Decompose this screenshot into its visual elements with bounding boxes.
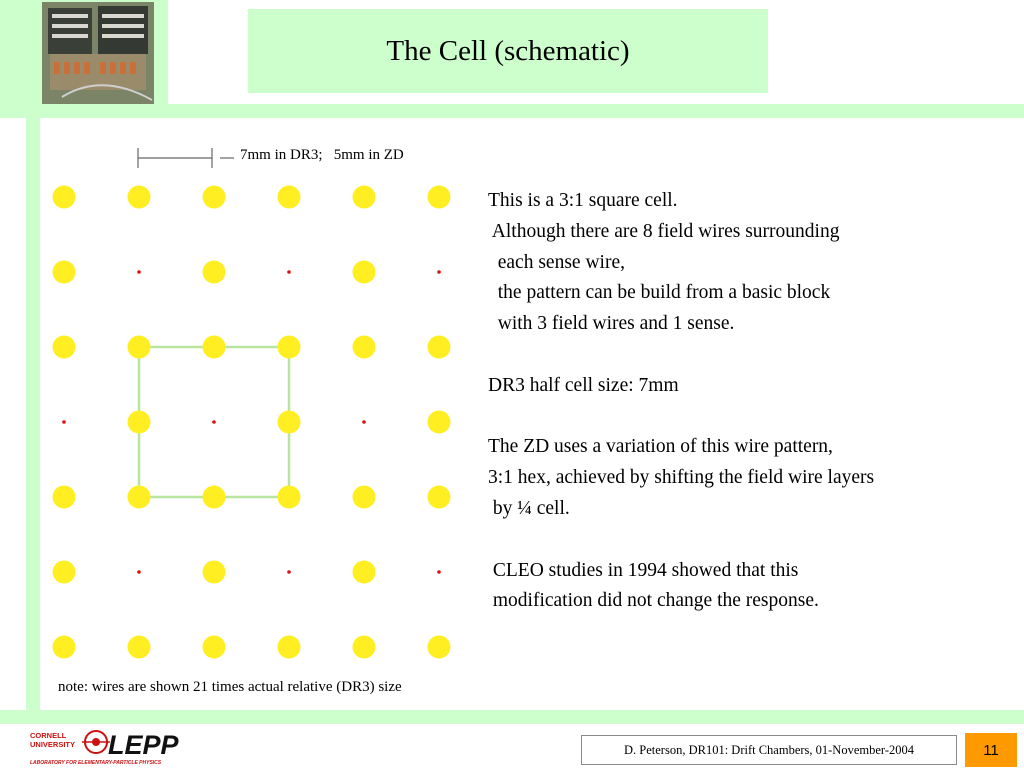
body-line: modification did not change the response…	[488, 590, 819, 612]
field-wire	[127, 410, 151, 434]
field-wire	[427, 485, 451, 509]
body-line: the pattern can be build from a basic bl…	[488, 282, 831, 304]
field-wire	[277, 185, 301, 209]
sense-wire	[287, 570, 291, 574]
body-line	[488, 525, 1008, 556]
field-wire	[52, 185, 76, 209]
frame-left-band	[26, 118, 40, 713]
slide-title: The Cell (schematic)	[248, 9, 768, 93]
field-wire	[352, 260, 376, 284]
field-wire	[352, 335, 376, 359]
logo-emblem-icon	[82, 730, 110, 754]
page-number: 11	[983, 741, 999, 759]
body-line: with 3 field wires and 1 sense.	[488, 313, 735, 335]
field-wire	[202, 485, 226, 509]
field-wire	[202, 260, 226, 284]
field-wire	[352, 185, 376, 209]
slide-title-text: The Cell (schematic)	[386, 34, 630, 67]
size-note: note: wires are shown 21 times actual re…	[58, 679, 402, 695]
field-wire	[352, 635, 376, 659]
scale-bar	[137, 148, 234, 168]
field-wire	[277, 485, 301, 509]
field-wire	[127, 185, 151, 209]
body-line: This is a 3:1 square cell.	[488, 190, 678, 211]
sense-wire	[437, 570, 441, 574]
field-wire	[352, 560, 376, 584]
field-wire	[277, 335, 301, 359]
sense-wire	[137, 570, 141, 574]
field-wire	[202, 185, 226, 209]
field-wire	[202, 335, 226, 359]
field-wire	[202, 635, 226, 659]
logo-cornell-top: CORNELL	[30, 731, 67, 740]
field-wire	[127, 335, 151, 359]
lepp-logo: CORNELL UNIVERSITY LEPP LABORATORY FOR E…	[30, 730, 180, 766]
field-wire	[277, 410, 301, 434]
field-wire	[127, 635, 151, 659]
field-wire	[52, 485, 76, 509]
footer-text: D. Peterson, DR101: Drift Chambers, 01-N…	[624, 742, 914, 757]
logo-name: LEPP	[108, 730, 180, 760]
scale-label: 7mm in DR3; 5mm in ZD	[240, 147, 404, 163]
sense-wire	[362, 420, 366, 424]
field-wire	[427, 335, 451, 359]
frame-top-band	[0, 104, 1024, 118]
body-line: each sense wire,	[488, 251, 625, 273]
sense-wire	[287, 270, 291, 274]
sense-wire	[137, 270, 141, 274]
field-wire	[52, 260, 76, 284]
body-line: Although there are 8 field wires surroun…	[488, 220, 840, 242]
page-number-badge: 11	[965, 733, 1017, 767]
field-wire	[427, 410, 451, 434]
field-wire	[427, 635, 451, 659]
wire-grid-diagram	[52, 185, 451, 659]
wire-grid	[52, 185, 451, 659]
body-line: by ¼ cell.	[488, 497, 570, 519]
footer-credit: D. Peterson, DR101: Drift Chambers, 01-N…	[581, 735, 957, 765]
circuit-board-photo	[42, 2, 154, 104]
sense-wire	[62, 420, 66, 424]
body-line: The ZD uses a variation of this wire pat…	[488, 436, 833, 458]
body-line: CLEO studies in 1994 showed that this	[488, 559, 799, 581]
field-wire	[352, 485, 376, 509]
body-text: This is a 3:1 square cell. Although ther…	[488, 186, 1008, 617]
sense-wire	[437, 270, 441, 274]
field-wire	[52, 560, 76, 584]
logo-tagline: LABORATORY FOR ELEMENTARY-PARTICLE PHYSI…	[30, 760, 162, 766]
field-wire	[277, 635, 301, 659]
body-line: 3:1 hex, achieved by shifting the field …	[488, 467, 875, 489]
field-wire	[427, 185, 451, 209]
frame-bottom-band	[0, 710, 1024, 724]
logo-cornell-bottom: UNIVERSITY	[30, 740, 75, 749]
body-line: DR3 half cell size: 7mm	[488, 374, 679, 396]
body-line	[488, 340, 1008, 371]
sense-wire	[212, 420, 216, 424]
body-line	[488, 402, 1008, 433]
field-wire	[52, 335, 76, 359]
field-wire	[52, 635, 76, 659]
field-wire	[202, 560, 226, 584]
field-wire	[127, 485, 151, 509]
